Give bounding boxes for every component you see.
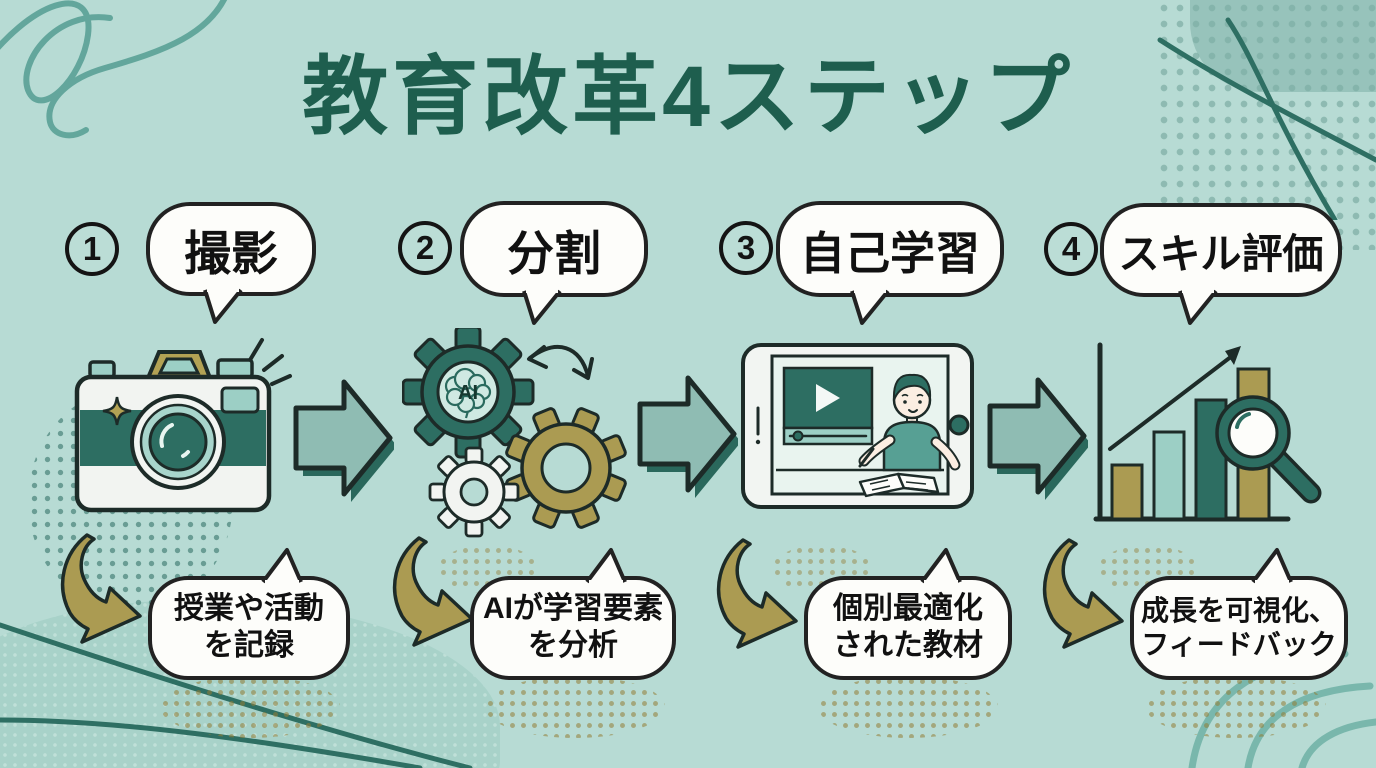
growth-chart-magnifier-icon xyxy=(1093,342,1322,522)
corner-lines-decoration-top-right xyxy=(1157,17,1376,220)
home-button-icon xyxy=(948,414,970,436)
ai-brain-icon xyxy=(444,367,492,419)
curved-down-arrow-icon xyxy=(716,538,798,649)
bubble-tail xyxy=(1178,288,1218,325)
corner-squiggle-decoration-top-left xyxy=(0,0,228,139)
step-2-description: AIが学習要素 を分析 xyxy=(483,592,663,662)
video-player-icon xyxy=(782,366,874,446)
play-icon xyxy=(816,384,840,412)
step-2-description-bubble: AIが学習要素 を分析 xyxy=(470,548,676,680)
step-4-label: スキル評価 xyxy=(1118,231,1324,277)
bubble-tail xyxy=(202,287,243,324)
bubble-tail xyxy=(1251,548,1294,585)
flow-arrow-icon xyxy=(987,377,1088,500)
step-2-number-badge: 2 xyxy=(398,221,452,275)
student-figure xyxy=(858,373,961,498)
bubble-tail xyxy=(261,548,303,585)
pencil-icon xyxy=(858,447,875,468)
step-3-number-badge: 3 xyxy=(719,221,773,275)
ai-gears-icon: AI xyxy=(402,328,629,538)
step-3-description-bubble: 個別最適化 された教材 xyxy=(804,548,1012,680)
flow-arrow-icon xyxy=(637,375,738,498)
bubble-tail xyxy=(522,288,562,325)
bubble-tail xyxy=(920,548,962,585)
bubble-tail xyxy=(850,288,890,325)
cycle-arrow-icon xyxy=(527,345,594,380)
trend-arrow-icon xyxy=(1108,354,1234,451)
step-4-description-bubble: 成長を可視化、 フィードバック xyxy=(1130,548,1348,680)
step-1-description-bubble: 授業や活動 を記録 xyxy=(148,548,350,680)
step-1-label-bubble: 撮影 xyxy=(146,202,316,324)
ai-label: AI xyxy=(458,382,478,404)
flow-arrow-icon xyxy=(293,379,394,502)
curved-down-arrow-icon xyxy=(1042,538,1124,649)
step-1-label: 撮影 xyxy=(184,226,278,280)
step-2-label: 分割 xyxy=(507,226,601,280)
page-title: 教育改革4ステップ xyxy=(302,49,1074,145)
halftone-dots-decoration-4 xyxy=(1146,676,1326,738)
step-1-description: 授業や活動 を記録 xyxy=(174,592,324,662)
halftone-dots-decoration-3 xyxy=(818,676,998,738)
magnifier-icon xyxy=(1215,395,1322,504)
tablet-video-learning-icon xyxy=(741,343,974,509)
curved-down-arrow-icon xyxy=(392,536,474,647)
step-3-label: 自己学習 xyxy=(799,227,980,279)
step-3-label-bubble: 自己学習 xyxy=(776,201,1004,325)
step-3-description: 個別最適化 された教材 xyxy=(833,592,983,662)
step-4-description: 成長を可視化、 フィードバック xyxy=(1140,594,1337,660)
halftone-dots-decoration-1 xyxy=(160,676,340,738)
step-4-label-bubble: スキル評価 xyxy=(1100,203,1342,325)
step-2-label-bubble: 分割 xyxy=(460,201,648,325)
halftone-dots-decoration-2 xyxy=(485,676,665,738)
curved-down-arrow-icon xyxy=(60,533,142,644)
step-1-number-badge: 1 xyxy=(65,222,119,276)
step-4-number-badge: 4 xyxy=(1044,222,1098,276)
bubble-tail xyxy=(585,548,627,585)
camera-icon xyxy=(74,338,292,513)
